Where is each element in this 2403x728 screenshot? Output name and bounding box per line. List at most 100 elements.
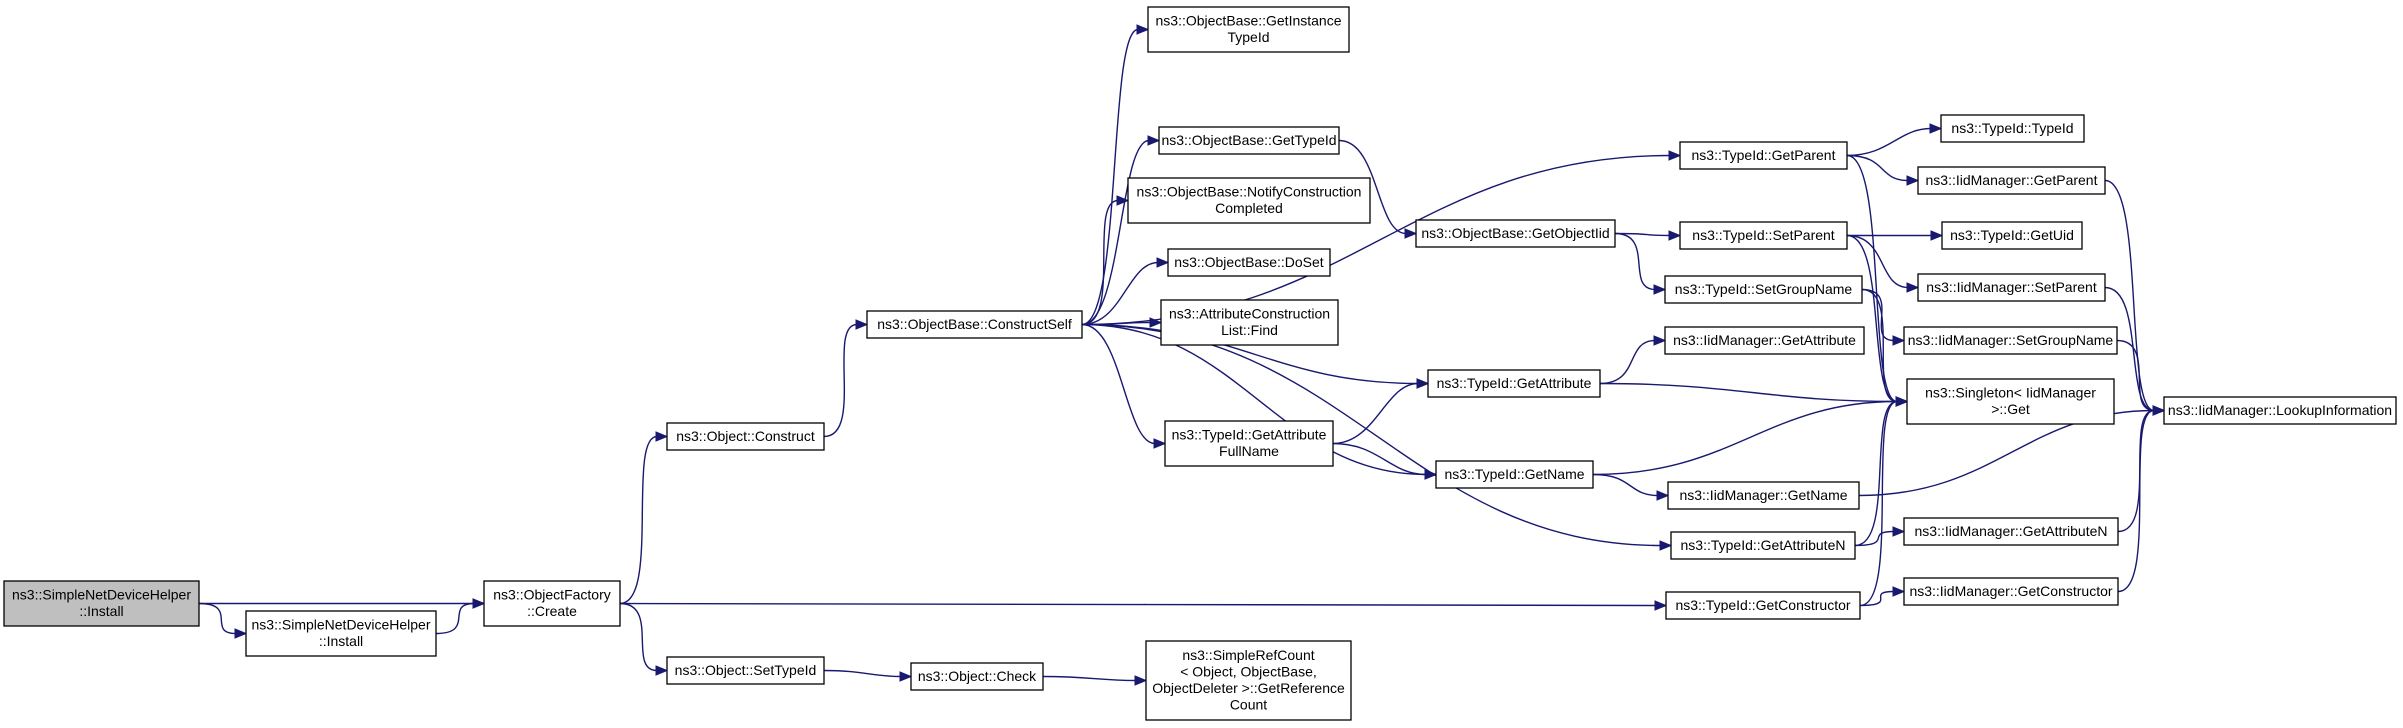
edge-n18-n29	[1846, 234, 1909, 407]
edge-n16-n21	[1592, 473, 1670, 501]
node-label: ns3::ObjectBase::ConstructSelf	[877, 316, 1072, 332]
node-box	[1664, 275, 1863, 304]
node-label: ns3::Object::SetTypeId	[675, 662, 817, 678]
edge-line	[2104, 179, 2155, 412]
node-n11[interactable]: ns3::ObjectBase::DoSet	[1167, 248, 1331, 277]
node-n7[interactable]: ns3::SimpleRefCount< Object, ObjectBase,…	[1145, 640, 1352, 721]
edge-line	[1081, 28, 1139, 326]
node-box	[1665, 591, 1861, 620]
node-n24[interactable]: ns3::TypeId::TypeId	[1940, 114, 2085, 143]
edges-layer	[198, 24, 2166, 686]
arrowhead	[1929, 123, 1943, 134]
node-n22[interactable]: ns3::TypeId::GetAttributeN	[1670, 531, 1856, 560]
node-n6[interactable]: ns3::Object::Check	[910, 662, 1044, 691]
node-n29[interactable]: ns3::Singleton< IidManager>::Get	[1906, 378, 2115, 425]
edge-n4-n6	[823, 669, 913, 682]
node-label: ns3::SimpleNetDeviceHelper	[12, 587, 191, 603]
edge-line	[1846, 127, 1932, 157]
edge-n18-n27	[1846, 234, 1920, 293]
edge-line	[619, 602, 658, 672]
edge-n31-n32	[2117, 405, 2166, 593]
edge-n5-n13	[1081, 323, 1167, 449]
node-n20[interactable]: ns3::IidManager::GetAttribute	[1664, 326, 1865, 355]
node-box	[1664, 326, 1865, 355]
node-label: ns3::IidManager::GetAttributeN	[1915, 523, 2108, 539]
node-n10[interactable]: ns3::ObjectBase::NotifyConstructionCompl…	[1127, 177, 1371, 224]
edge-line	[823, 323, 858, 438]
node-n2[interactable]: ns3::ObjectFactory::Create	[483, 580, 621, 627]
node-n23[interactable]: ns3::TypeId::GetConstructor	[1665, 591, 1861, 620]
edge-line	[1859, 590, 1895, 607]
node-label: ns3::TypeId::GetAttributeN	[1681, 537, 1846, 553]
node-label: ns3::IidManager::GetAttribute	[1673, 332, 1856, 348]
nodes-layer: ns3::SimpleNetDeviceHelper::Installns3::…	[3, 6, 2397, 721]
node-n4[interactable]: ns3::Object::SetTypeId	[666, 656, 825, 685]
edge-n22-n30	[1854, 526, 1906, 547]
edge-n5-n8	[1081, 24, 1150, 326]
node-n15[interactable]: ns3::TypeId::GetAttribute	[1427, 369, 1601, 398]
edge-n28-n32	[2116, 339, 2166, 416]
node-box	[1917, 166, 2106, 195]
arrowhead	[1906, 282, 1920, 293]
node-n14[interactable]: ns3::ObjectBase::GetObjectIid	[1415, 219, 1616, 248]
edge-line	[1599, 382, 1898, 403]
node-n1[interactable]: ns3::SimpleNetDeviceHelper::Install	[245, 610, 437, 657]
node-box	[1145, 640, 1352, 721]
edge-line	[619, 602, 1657, 607]
node-n18[interactable]: ns3::TypeId::SetParent	[1679, 221, 1848, 250]
node-label: ns3::TypeId::GetConstructor	[1675, 597, 1850, 613]
edge-line	[2104, 286, 2155, 412]
node-n9[interactable]: ns3::ObjectBase::GetTypeId	[1158, 126, 1340, 155]
node-n30[interactable]: ns3::IidManager::GetAttributeN	[1903, 517, 2119, 546]
arrowhead	[655, 431, 669, 442]
node-n17[interactable]: ns3::TypeId::GetParent	[1679, 141, 1848, 170]
node-label: ::Create	[527, 603, 577, 619]
node-box	[1903, 326, 2118, 355]
node-label: ns3::ObjectBase::DoSet	[1174, 254, 1324, 270]
node-label: ns3::ObjectBase::NotifyConstruction	[1137, 184, 1362, 200]
arrowhead	[1404, 228, 1418, 239]
node-n32[interactable]: ns3::IidManager::LookupInformation	[2163, 396, 2397, 425]
arrowhead	[1892, 335, 1906, 346]
edge-n15-n20	[1599, 335, 1667, 385]
arrowhead	[1136, 24, 1150, 35]
node-label: ns3::IidManager::GetParent	[1926, 172, 2098, 188]
node-label: ns3::Singleton< IidManager	[1925, 385, 2096, 401]
edge-line	[435, 602, 475, 635]
node-n31[interactable]: ns3::IidManager::GetConstructor	[1903, 577, 2119, 606]
node-n28[interactable]: ns3::IidManager::SetGroupName	[1903, 326, 2118, 355]
node-n0[interactable]: ns3::SimpleNetDeviceHelper::Install	[3, 580, 200, 627]
node-box	[1679, 141, 1848, 170]
edge-n18-n26	[1847, 230, 1944, 241]
node-n16[interactable]: ns3::TypeId::GetName	[1435, 460, 1594, 489]
node-n25[interactable]: ns3::IidManager::GetParent	[1917, 166, 2106, 195]
edge-line	[1081, 323, 1156, 445]
node-n19[interactable]: ns3::TypeId::SetGroupName	[1664, 275, 1863, 304]
node-label: ns3::Object::Check	[918, 668, 1037, 684]
node-box	[1160, 299, 1339, 346]
arrowhead	[1906, 175, 1920, 186]
node-label: ns3::Object::Construct	[676, 428, 815, 444]
node-n5[interactable]: ns3::ObjectBase::ConstructSelf	[866, 310, 1083, 339]
arrowhead	[1134, 675, 1148, 686]
edge-line	[619, 435, 658, 605]
node-box	[1435, 460, 1594, 489]
node-n3[interactable]: ns3::Object::Construct	[666, 422, 825, 451]
node-box	[2163, 396, 2397, 425]
arrowhead	[899, 671, 913, 682]
arrowhead	[1416, 378, 1430, 389]
arrowhead	[1156, 257, 1170, 268]
node-n26[interactable]: ns3::TypeId::GetUid	[1941, 221, 2083, 250]
node-label: ns3::TypeId::GetName	[1444, 466, 1584, 482]
node-box	[1940, 114, 2085, 143]
node-label: ns3::SimpleRefCount	[1182, 647, 1314, 663]
edge-n14-n18	[1614, 230, 1682, 241]
node-n21[interactable]: ns3::IidManager::GetName	[1667, 481, 1860, 510]
arrowhead	[1653, 335, 1667, 346]
edge-n1-n2	[435, 598, 486, 635]
node-n27[interactable]: ns3::IidManager::SetParent	[1917, 273, 2106, 302]
